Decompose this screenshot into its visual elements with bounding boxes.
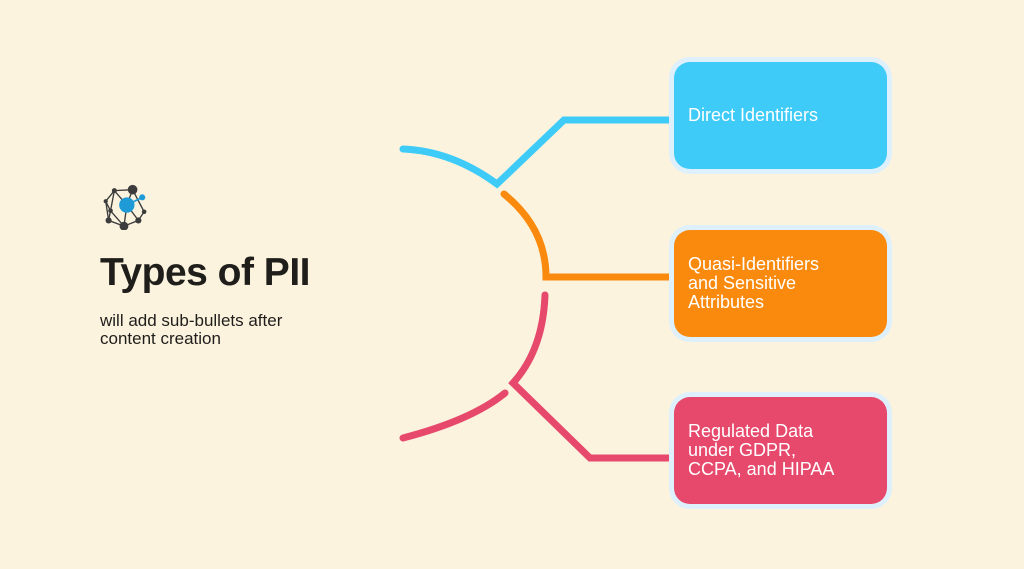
node-label: Direct Identifiers (688, 105, 819, 125)
node-label: Regulated Data under GDPR, CCPA, and HIP… (688, 421, 835, 479)
connector-direct-identifiers (399, 116, 680, 189)
network-logo-icon (103, 184, 147, 230)
mindmap-node-quasi-identifiers[interactable]: Quasi-Identifiers and Sensitive Attribut… (674, 230, 887, 337)
mindmap-node-direct-identifiers[interactable]: Direct Identifiers (674, 62, 887, 169)
mindmap-node-regulated-data[interactable]: Regulated Data under GDPR, CCPA, and HIP… (674, 397, 887, 504)
connector-quasi-identifiers (500, 190, 680, 281)
root-topic-subtitle: will add sub-bullets after content creat… (100, 311, 283, 348)
logo-nodes (103, 184, 147, 230)
root-topic-title: Types of PII (100, 251, 311, 294)
logo-blue-nodes (119, 194, 146, 213)
connector-regulated-data-tail (399, 389, 509, 442)
connector-regulated-data (508, 291, 680, 462)
node-label: Quasi-Identifiers and Sensitive Attribut… (688, 254, 820, 312)
